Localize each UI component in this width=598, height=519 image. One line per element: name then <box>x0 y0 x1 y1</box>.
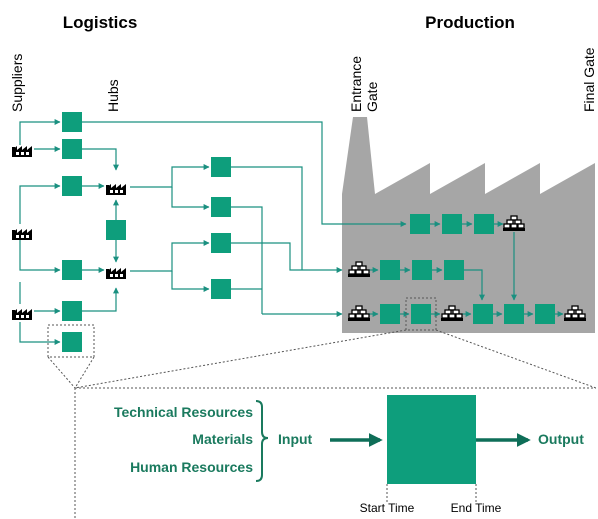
start-time-label: Start Time <box>360 501 415 515</box>
hub-factory-icon <box>106 268 126 279</box>
resource-technical: Technical Resources <box>114 404 253 420</box>
process-box <box>62 301 82 321</box>
process-detail-box <box>387 395 476 484</box>
zoom-box-logistics <box>47 324 95 358</box>
heading-production: Production <box>425 13 515 32</box>
heading-logistics: Logistics <box>63 13 138 32</box>
hub-factory-icon <box>106 184 126 195</box>
resource-materials: Materials <box>192 431 253 447</box>
process-box <box>62 112 82 132</box>
process-box <box>535 304 555 324</box>
process-boxes <box>62 112 555 352</box>
process-box <box>106 220 126 240</box>
process-box <box>380 304 400 324</box>
label-hubs: Hubs <box>105 79 121 112</box>
process-box <box>410 214 430 234</box>
process-box <box>62 332 82 352</box>
factory-silhouette <box>342 117 595 333</box>
process-box <box>411 304 431 324</box>
process-box <box>211 197 231 217</box>
resource-human: Human Resources <box>130 459 253 475</box>
resources-brace <box>255 400 269 482</box>
supplier-factory-icon <box>12 309 32 320</box>
process-box <box>62 139 82 159</box>
supplier-factory-icon <box>12 229 32 240</box>
process-box <box>62 260 82 280</box>
connectors <box>19 119 564 345</box>
zoom-box-production <box>405 297 437 331</box>
process-box <box>211 157 231 177</box>
process-box <box>504 304 524 324</box>
process-box <box>473 304 493 324</box>
output-label: Output <box>538 431 584 447</box>
process-box <box>62 176 82 196</box>
supplier-factory-icon <box>12 146 32 157</box>
process-box <box>474 214 494 234</box>
label-entrance-gate-line2: Gate <box>364 81 380 112</box>
input-label: Input <box>278 431 313 447</box>
process-box <box>211 233 231 253</box>
process-box <box>444 260 464 280</box>
process-box <box>211 279 231 299</box>
label-suppliers: Suppliers <box>9 54 25 112</box>
end-time-label: End Time <box>451 501 502 515</box>
process-box <box>442 214 462 234</box>
label-entrance-gate-line1: Entrance <box>348 56 364 112</box>
zoom-guides <box>47 297 597 519</box>
process-box <box>412 260 432 280</box>
process-box <box>380 260 400 280</box>
label-final-gate: Final Gate <box>581 47 597 112</box>
